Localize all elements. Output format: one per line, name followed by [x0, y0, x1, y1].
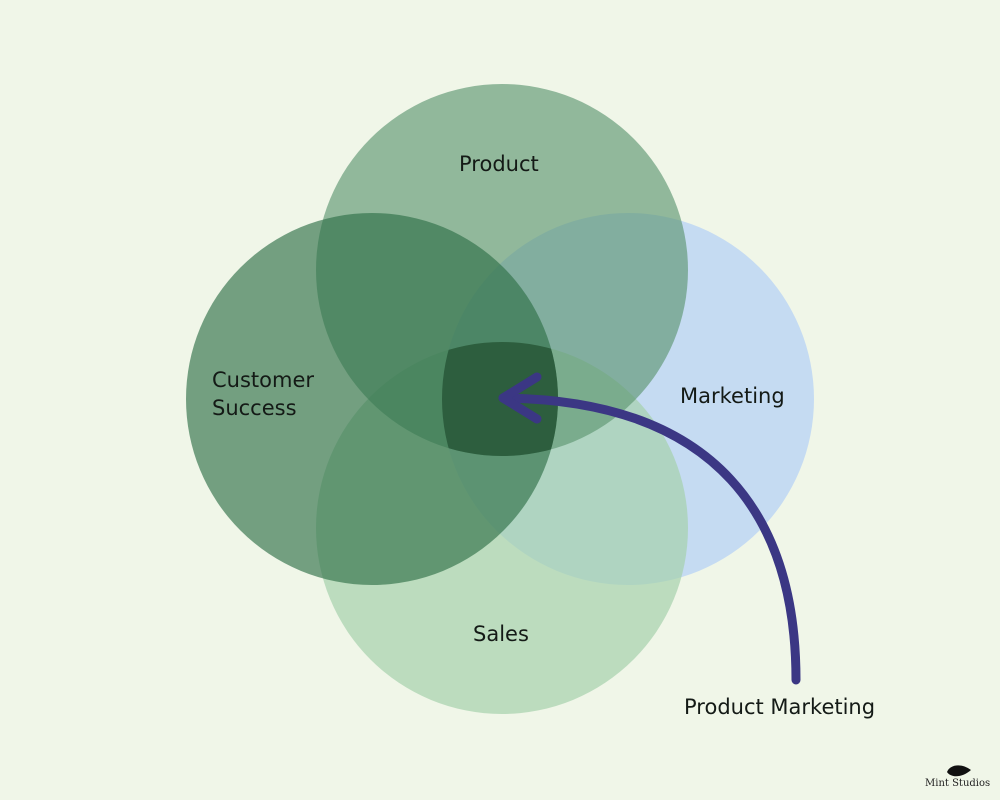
marketing-label: Marketing — [680, 384, 785, 408]
customer-success-circle — [186, 213, 558, 585]
sales-label: Sales — [473, 622, 529, 646]
product-marketing-label: Product Marketing — [684, 695, 876, 719]
leaf-icon — [947, 765, 971, 777]
brand-name: Mint Studios — [925, 778, 991, 789]
customer-success-label-line-1: Customer — [212, 368, 315, 392]
product-marketing-arrow — [498, 372, 801, 685]
customer-success-label-line-2: Success — [212, 396, 297, 420]
product-label: Product — [459, 152, 539, 176]
